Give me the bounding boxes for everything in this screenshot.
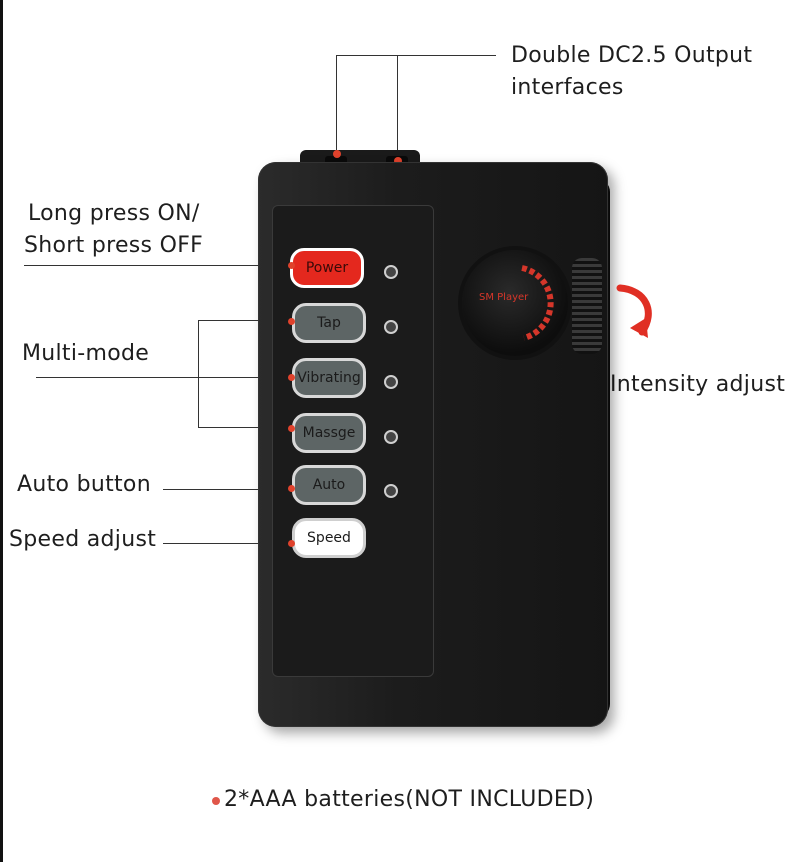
led-indicator-icon [384,430,398,444]
multi-mode-leader [36,377,292,378]
power-pointer-dot [288,262,295,269]
multi-mode-bracket-bottom [198,427,292,428]
intensity-knob[interactable] [462,250,568,356]
auto-button[interactable]: Auto [292,465,366,505]
led-indicator-icon [384,375,398,389]
battery-note: 2*AAA batteries(NOT INCLUDED) [224,787,595,812]
speed-pointer-dot [288,540,295,547]
tap-button[interactable]: Tap [292,303,366,343]
multi-mode-label: Multi-mode [22,341,150,366]
vibrating-pointer-dot [288,374,295,381]
speed-adjust-label: Speed adjust [9,527,157,552]
vibrating-button[interactable]: Vibrating [292,358,366,398]
power-hint-line1: Long press ON/ [28,201,200,226]
multi-mode-bracket-top [198,320,292,321]
power-leader [24,265,292,266]
speed-button[interactable]: Speed [292,518,366,558]
port-icon [325,156,347,166]
auto-leader [163,489,292,490]
output-leader-right [397,55,398,160]
footnote-bullet [212,797,220,805]
knob-scale [521,265,554,341]
output-leader-left [336,55,337,155]
rotate-arrow-icon [616,284,652,338]
output-label-line2: interfaces [511,75,624,100]
led-indicator-icon [384,320,398,334]
intensity-dial[interactable] [572,258,602,354]
led-indicator-icon [384,265,398,279]
massage-pointer-dot [288,425,295,432]
left-border [0,0,3,862]
power-button[interactable]: Power [290,248,364,288]
auto-pointer-dot [288,485,295,492]
port-marker-left [333,150,341,158]
led-indicator-icon [384,484,398,498]
tap-pointer-dot [288,318,295,325]
port-marker-right [394,157,402,165]
power-hint-line2: Short press OFF [24,233,204,258]
multi-mode-bracket [198,320,199,428]
intensity-label: Intensity adjust [610,372,786,397]
auto-button-label: Auto button [17,472,151,497]
speed-leader [163,543,292,544]
output-leader-horizontal [336,55,496,56]
knob-label: SM Player [479,292,529,303]
massage-button[interactable]: Massge [292,413,366,453]
output-label-line1: Double DC2.5 Output [511,43,753,68]
